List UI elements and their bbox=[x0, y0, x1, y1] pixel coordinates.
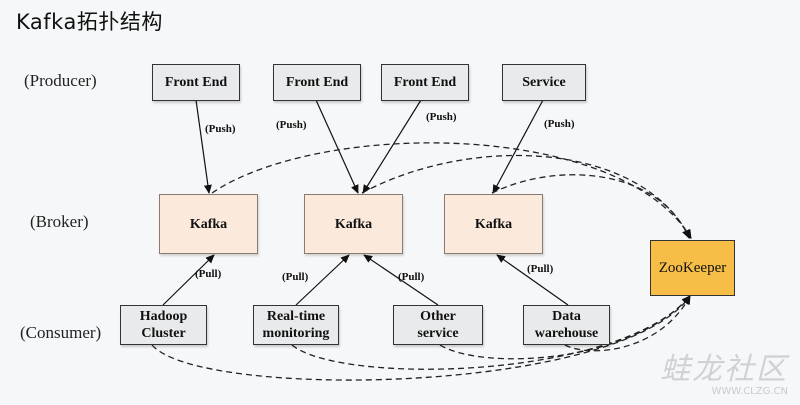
consumer-box-realtime: Real-time monitoring bbox=[253, 305, 339, 345]
push-label-1: (Push) bbox=[205, 123, 236, 135]
zk-link-consumer-1 bbox=[151, 295, 691, 381]
consumer-box-hadoop: Hadoop Cluster bbox=[120, 305, 207, 345]
consumer-label-line1: Hadoop bbox=[139, 309, 188, 324]
push-label-3: (Push) bbox=[426, 111, 457, 123]
consumer-box-other-service: Other service bbox=[393, 305, 483, 345]
pull-label-2: (Pull) bbox=[282, 271, 309, 283]
push-edge-1 bbox=[195, 99, 212, 194]
row-label-broker: (Broker) bbox=[30, 212, 89, 231]
producer-box-frontend-2: Front End bbox=[273, 64, 361, 101]
producer-label: Front End bbox=[164, 75, 228, 90]
zk-link-broker-1 bbox=[211, 142, 692, 239]
push-label-4: (Push) bbox=[544, 118, 575, 130]
watermark: 蛙龙社区 WWW.CLZG.CN bbox=[660, 344, 788, 397]
watermark-url: WWW.CLZG.CN bbox=[711, 386, 789, 397]
zookeeper-box: ZooKeeper bbox=[650, 240, 735, 296]
pull-edge-2 bbox=[295, 254, 350, 306]
row-label-producer: (Producer) bbox=[24, 71, 97, 90]
push-edge-3 bbox=[362, 99, 422, 194]
consumer-label-line1: Data bbox=[552, 309, 581, 324]
producer-box-frontend-1: Front End bbox=[152, 64, 240, 101]
consumer-label-line1: Real-time bbox=[266, 309, 326, 324]
broker-label: Kafka bbox=[474, 216, 513, 232]
watermark-text: 蛙龙社区 bbox=[660, 352, 788, 387]
consumer-label-line2: service bbox=[417, 326, 459, 341]
push-edge-2 bbox=[315, 99, 359, 194]
zookeeper-label: ZooKeeper bbox=[658, 259, 727, 276]
consumer-box-data-warehouse: Data warehouse bbox=[523, 305, 610, 345]
pull-label-4: (Pull) bbox=[527, 263, 554, 275]
zk-link-broker-3 bbox=[491, 174, 690, 239]
producer-label: Front End bbox=[393, 75, 457, 90]
zk-link-broker-2 bbox=[361, 154, 691, 239]
broker-box-3: Kafka bbox=[444, 194, 543, 254]
pull-label-1: (Pull) bbox=[195, 268, 222, 280]
zk-link-consumer-4 bbox=[564, 295, 691, 352]
consumer-label-line2: warehouse bbox=[534, 326, 599, 341]
producer-label: Front End bbox=[285, 75, 349, 90]
pull-edge-3 bbox=[363, 254, 439, 306]
zk-link-consumer-3 bbox=[439, 295, 691, 360]
push-label-2: (Push) bbox=[276, 119, 307, 131]
push-edge-4 bbox=[492, 99, 544, 194]
pull-edge-1 bbox=[162, 254, 215, 306]
broker-box-1: Kafka bbox=[159, 194, 258, 254]
producer-label: Service bbox=[522, 75, 566, 90]
consumer-label-line2: Cluster bbox=[141, 326, 186, 341]
producer-box-service: Service bbox=[502, 64, 586, 101]
row-label-consumer: (Consumer) bbox=[20, 323, 102, 342]
producer-box-frontend-3: Front End bbox=[381, 64, 469, 101]
pull-label-3: (Pull) bbox=[398, 271, 425, 283]
consumer-label-line2: monitoring bbox=[262, 326, 330, 341]
consumer-label-line1: Other bbox=[420, 309, 456, 324]
broker-label: Kafka bbox=[189, 216, 228, 232]
broker-label: Kafka bbox=[334, 216, 373, 232]
pull-edge-4 bbox=[496, 254, 569, 306]
zk-link-consumer-2 bbox=[291, 295, 691, 370]
broker-box-2: Kafka bbox=[304, 194, 403, 254]
page-title: Kafka拓扑结构 bbox=[16, 10, 163, 34]
